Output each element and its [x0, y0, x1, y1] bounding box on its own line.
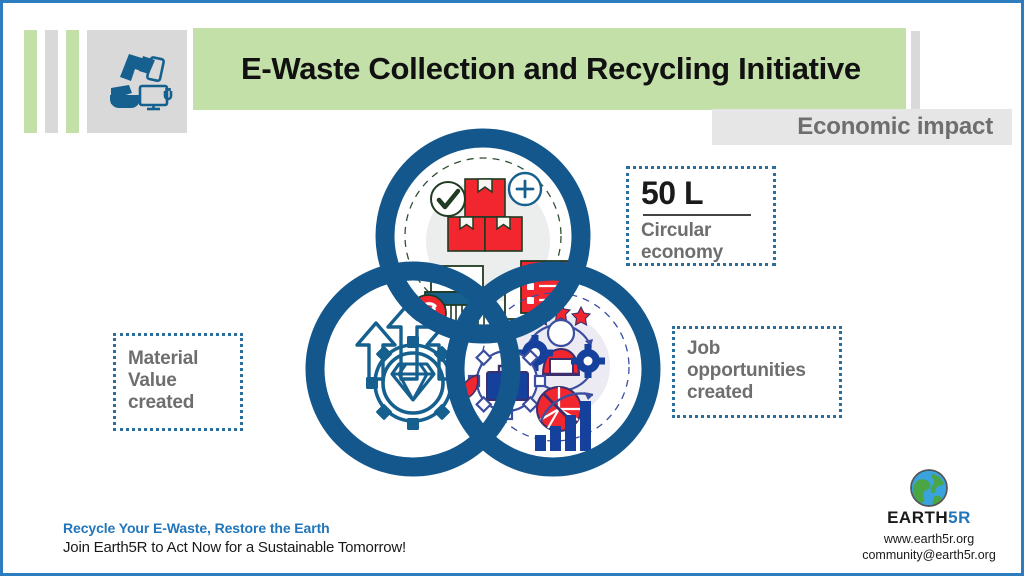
brand-name-dark: EARTH [887, 508, 949, 527]
ewaste-recycling-icon-tile [87, 30, 187, 133]
accent-bar-green-1 [24, 30, 37, 133]
page-title: E-Waste Collection and Recycling Initiat… [241, 50, 861, 86]
venn-diagram [273, 121, 693, 491]
title-band: E-Waste Collection and Recycling Initiat… [193, 28, 906, 110]
section-label-band: Economic impact [712, 109, 1012, 145]
brand-block: EARTH5R www.earth5r.org community@earth5… [849, 468, 1009, 563]
footer-subline: Join Earth5R to Act Now for a Sustainabl… [63, 539, 407, 556]
venn-circle-bottom-right [445, 261, 661, 477]
brand-name-accent: 5R [948, 508, 971, 527]
callout-label: Material Value created [128, 347, 199, 414]
callout-rule [643, 214, 751, 216]
earth-globe-icon [910, 469, 948, 507]
callout-circular-economy: 50 L Circular economy [626, 166, 776, 266]
callout-value: 50 L [641, 175, 704, 211]
footer-tagline: Recycle Your E-Waste, Restore the Earth [63, 520, 330, 536]
brand-website: www.earth5r.org [883, 532, 975, 546]
accent-bar-gray [45, 30, 58, 133]
callout-job-opportunities: Job opportunities created [672, 326, 842, 418]
callout-label: Job opportunities created [687, 337, 806, 404]
jobs-economy-icon [460, 292, 630, 451]
accent-bar-green-2 [66, 30, 79, 133]
ewaste-recycling-icon [110, 54, 173, 111]
brand-email: community@earth5r.org [862, 548, 996, 562]
brand-wordmark: EARTH5R [849, 509, 1009, 526]
venn-circle-top [375, 128, 591, 344]
callout-material-value: Material Value created [113, 333, 243, 431]
venn-circle-bottom-left [305, 261, 521, 477]
header-accent-tick [911, 31, 920, 111]
callout-label: Circular economy [641, 220, 724, 264]
section-label: Economic impact [797, 113, 993, 140]
